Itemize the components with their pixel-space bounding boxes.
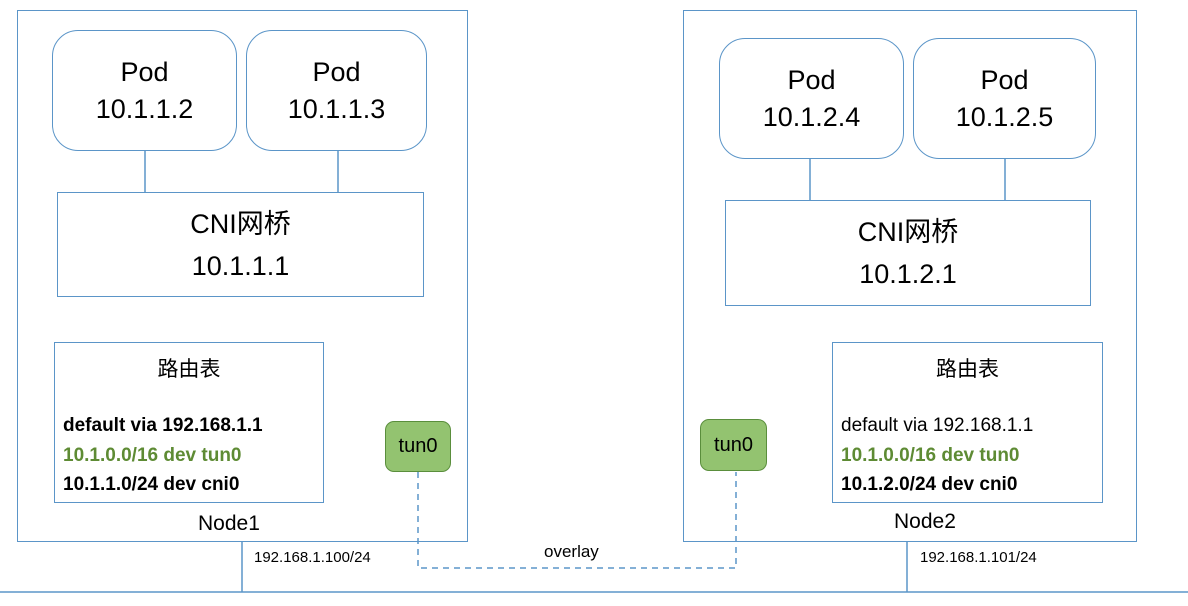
node1-tun0: tun0 [385,421,451,472]
pod-ip: 10.1.1.3 [287,93,386,124]
pod-ip: 10.1.2.4 [762,101,861,132]
pod-title: Pod [787,64,836,95]
node2-route-table: 路由表 default via 192.168.1.1 10.1.0.0/16 … [832,342,1103,503]
node2-pod-2: Pod 10.1.2.5 [913,38,1096,159]
node1-ip: 192.168.1.100/24 [254,549,371,566]
node1-cni-bridge: CNI网桥 10.1.1.1 [57,192,424,297]
pod-title: Pod [980,64,1029,95]
pod-ip: 10.1.2.5 [955,101,1054,132]
route-default: default via 192.168.1.1 [841,415,1034,436]
bridge-title: CNI网桥 [857,217,959,247]
pod-title: Pod [120,56,169,87]
route-table-title: 路由表 [157,357,221,381]
node2-pod-1: Pod 10.1.2.4 [719,38,904,159]
node1-pod-1: Pod 10.1.1.2 [52,30,237,151]
node1-box [17,10,468,542]
overlay-label: overlay [544,542,599,561]
tun-label: tun0 [398,435,438,457]
node1-route-table: 路由表 default via 192.168.1.1 10.1.0.0/16 … [54,342,324,503]
node2-label: Node2 [894,510,956,533]
node2-ip: 192.168.1.101/24 [920,549,1037,566]
route-table-title: 路由表 [936,357,999,381]
route-cni: 10.1.2.0/24 dev cni0 [841,474,1018,495]
route-tun: 10.1.0.0/16 dev tun0 [841,445,1020,466]
bridge-ip: 10.1.2.1 [859,259,957,289]
route-default: default via 192.168.1.1 [63,415,263,436]
node2-box [683,10,1137,542]
node1-label: Node1 [198,512,260,535]
route-tun: 10.1.0.0/16 dev tun0 [63,445,242,466]
node2-tun0: tun0 [700,419,767,471]
node1-pod-2: Pod 10.1.1.3 [246,30,427,151]
pod-title: Pod [312,56,361,87]
pod-ip: 10.1.1.2 [95,93,194,124]
bridge-ip: 10.1.1.1 [191,250,290,281]
tun-label: tun0 [714,433,753,456]
node2-cni-bridge: CNI网桥 10.1.2.1 [725,200,1091,306]
overlay-tunnel [417,472,737,569]
route-cni: 10.1.1.0/24 dev cni0 [63,474,240,495]
bridge-title: CNI网桥 [190,208,291,239]
